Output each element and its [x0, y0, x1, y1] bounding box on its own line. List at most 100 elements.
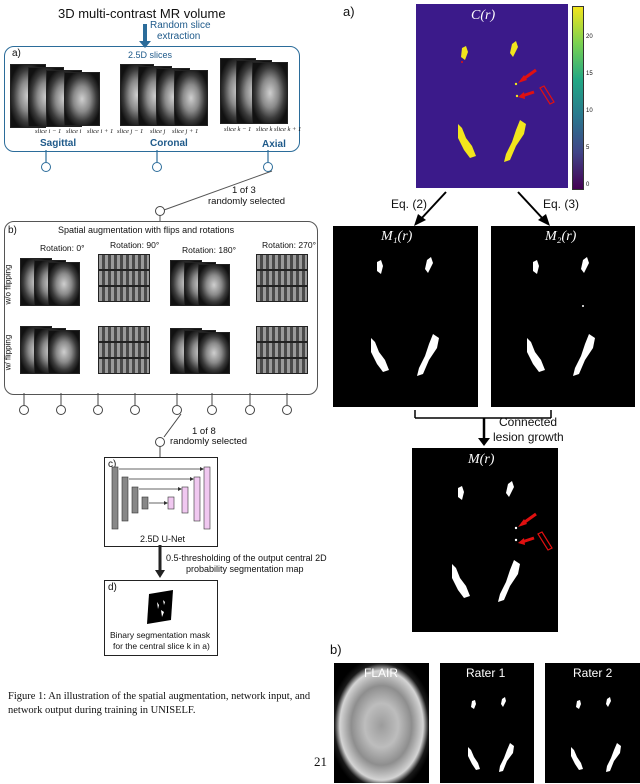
sagittal-slice-label-1: slice i − 1	[35, 128, 62, 135]
coronal-slice-label-3: slice j + 1	[172, 128, 199, 135]
cr-lesions	[458, 41, 526, 162]
aug-node-1	[19, 405, 29, 415]
axial-slice-label-3: slice k + 1	[274, 126, 302, 133]
row-label-no-flip: w/o flipping	[3, 264, 13, 305]
m1-label: M₁(r)	[381, 229, 413, 244]
coronal-node	[152, 162, 162, 172]
aug-node-3	[93, 405, 103, 415]
colorbar	[572, 6, 584, 190]
sagittal-node	[41, 162, 51, 172]
aug-node-8	[282, 405, 292, 415]
cr-label: C(r)	[471, 8, 496, 23]
page-number: 21	[314, 754, 327, 769]
sagittal-slice-label-3: slice i + 1	[87, 128, 114, 135]
extraction-label-2: extraction	[157, 31, 201, 42]
m1-lesions	[371, 257, 439, 376]
threshold-label-2: probability segmentation map	[186, 564, 304, 574]
right-tag-a: a)	[343, 4, 355, 19]
aug-r180-s3	[198, 264, 230, 306]
mask-label-1: Binary segmentation mask	[110, 630, 211, 640]
box-a-subtitle: 2.5D slices	[128, 50, 173, 60]
rater1-label: Rater 1	[466, 666, 506, 680]
aug-node-5	[172, 405, 182, 415]
threshold-label-1: 0.5-thresholding of the output central 2…	[166, 553, 327, 563]
rater2-lesions	[571, 697, 621, 772]
colorbar-tick-10: 10	[586, 108, 593, 114]
select3-label-2: randomly selected	[208, 196, 286, 207]
m2-lesions	[527, 257, 595, 376]
aug-f180-s3	[198, 332, 230, 374]
sagittal-slice-4	[64, 72, 100, 126]
aug-f90-s3	[98, 358, 150, 374]
colorbar-tick-0: 0	[586, 182, 590, 188]
right-tag-b: b)	[330, 642, 342, 657]
mask-label-2: for the central slice k in a)	[113, 641, 210, 651]
unet-diagram	[111, 466, 211, 530]
row-label-flip: w/ flipping	[3, 334, 13, 371]
aug-f270-s2	[256, 342, 308, 358]
m-label: M(r)	[468, 452, 495, 467]
flair-label: FLAIR	[364, 666, 399, 680]
extraction-label-1: Random slice	[150, 20, 211, 31]
unet-label: 2.5D U-Net	[140, 534, 186, 544]
aug-node-4	[130, 405, 140, 415]
aug-node-2	[56, 405, 66, 415]
aug-r270-s1	[256, 254, 308, 270]
axial-label: Axial	[262, 139, 286, 150]
connected-label-2: lesion growth	[493, 430, 564, 444]
rater1-lesions	[468, 697, 514, 772]
axial-slice-3	[252, 62, 288, 124]
coronal-slice-4	[174, 70, 208, 126]
aug-r90-s3	[98, 286, 150, 302]
mask-thumbnail	[147, 590, 173, 624]
rotation-270-label: Rotation: 270°	[262, 240, 316, 250]
augmentation-box	[4, 221, 318, 395]
aug-r270-s3	[256, 286, 308, 302]
figure-caption-line-1: Figure 1: An illustration of the spatial…	[8, 691, 311, 702]
m1-panel	[333, 226, 478, 407]
rotation-0-label: Rotation: 0°	[40, 243, 85, 253]
box-a-tag: a)	[12, 48, 21, 59]
aug-f90-s2	[98, 342, 150, 358]
rotation-180-label: Rotation: 180°	[182, 245, 236, 255]
colorbar-tick-20: 20	[586, 34, 593, 40]
eq3-label: Eq. (3)	[543, 197, 580, 211]
m2-label: M₂(r)	[545, 229, 577, 244]
rater1-panel	[440, 663, 534, 783]
cr-heatmap	[416, 4, 568, 188]
select8-label-2: randomly selected	[170, 436, 248, 447]
aug-node-7	[245, 405, 255, 415]
aug-r270-s2	[256, 270, 308, 286]
box-b-tag: b)	[8, 225, 17, 236]
volume-title: 3D multi-contrast MR volume	[58, 6, 226, 21]
rater2-label: Rater 2	[573, 666, 613, 680]
m2-panel	[491, 226, 635, 407]
coronal-label: Coronal	[150, 138, 188, 149]
eq2-label: Eq. (2)	[391, 197, 428, 211]
aug-f0-s3	[48, 330, 80, 374]
m-lesions	[452, 481, 553, 602]
connected-label-1: Connected	[499, 415, 558, 429]
mask-box	[104, 580, 218, 656]
coronal-slice-label-2: slice j	[150, 128, 166, 135]
rotation-90-label: Rotation: 90°	[110, 240, 160, 250]
axial-slice-label-2: slice k	[256, 126, 273, 133]
axial-node	[263, 162, 273, 172]
cr-red-arrows	[518, 68, 555, 105]
box-c-tag: c)	[108, 459, 117, 470]
flair-image	[334, 663, 429, 783]
figure-caption-line-2: network output during training in UNISEL…	[8, 705, 196, 716]
rater2-panel	[545, 663, 640, 783]
m-panel	[412, 448, 558, 632]
selection-node-8	[155, 437, 165, 447]
aug-f270-s3	[256, 358, 308, 374]
colorbar-tick-5: 5	[586, 145, 590, 151]
aug-r0-s3	[48, 262, 80, 306]
colorbar-tick-15: 15	[586, 71, 593, 77]
slices-box	[4, 46, 300, 152]
aug-r90-s2	[98, 270, 150, 286]
aug-r90-s1	[98, 254, 150, 270]
coronal-slice-label-1: slice j − 1	[117, 128, 144, 135]
selection-node-3	[155, 206, 165, 216]
unet-box	[104, 457, 218, 547]
